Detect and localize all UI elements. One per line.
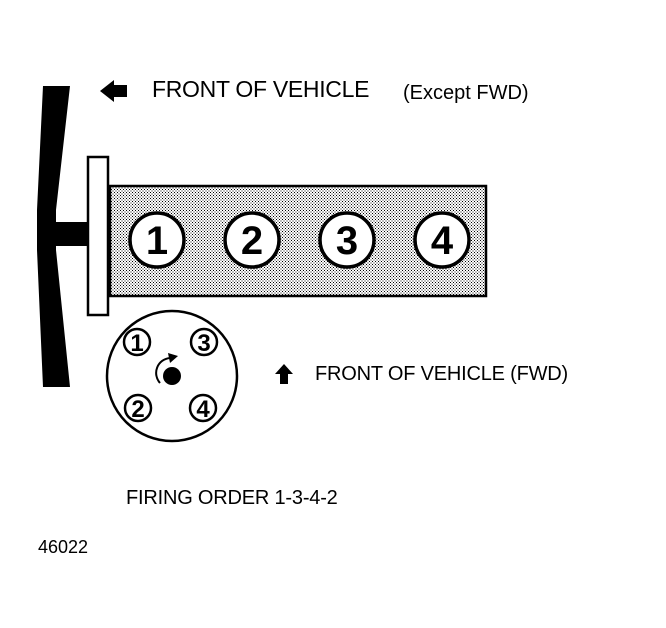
cylinder-1-label: 1 xyxy=(146,219,168,263)
rotation-arrow-head xyxy=(168,353,178,363)
distributor-terminal-3-label: 3 xyxy=(197,330,210,357)
front-of-vehicle-qualifier: (Except FWD) xyxy=(403,82,529,104)
pulley-plate xyxy=(86,155,110,317)
cylinder-3-label: 3 xyxy=(336,219,358,263)
distributor-terminal-4: 4 xyxy=(188,393,218,423)
distributor-rotor-center xyxy=(163,367,181,385)
distributor-terminal-1: 1 xyxy=(122,327,152,357)
distributor-terminal-2-label: 2 xyxy=(131,396,144,423)
figure-number: 46022 xyxy=(38,537,89,557)
distributor-terminal-3: 3 xyxy=(189,327,219,357)
distributor-terminal-4-label: 4 xyxy=(196,396,210,423)
distributor-terminal-1-label: 1 xyxy=(130,330,143,357)
fan-hub xyxy=(38,222,90,246)
cylinder-2: 2 xyxy=(223,211,281,269)
front-arrow-up-icon xyxy=(275,364,293,384)
rotation-arrow xyxy=(155,357,171,384)
front-of-vehicle-fwd-label: FRONT OF VEHICLE (FWD) xyxy=(315,363,569,385)
cylinder-3: 3 xyxy=(318,211,376,269)
cylinder-1: 1 xyxy=(128,211,186,269)
firing-order-label: FIRING ORDER 1-3-4-2 xyxy=(126,487,338,509)
front-arrow-left-icon xyxy=(100,80,127,102)
front-of-vehicle-label: FRONT OF VEHICLE xyxy=(152,76,370,102)
cylinder-4: 4 xyxy=(413,211,471,269)
cylinder-2-label: 2 xyxy=(241,219,263,263)
distributor-terminal-2: 2 xyxy=(123,393,153,423)
cylinder-4-label: 4 xyxy=(431,219,454,263)
